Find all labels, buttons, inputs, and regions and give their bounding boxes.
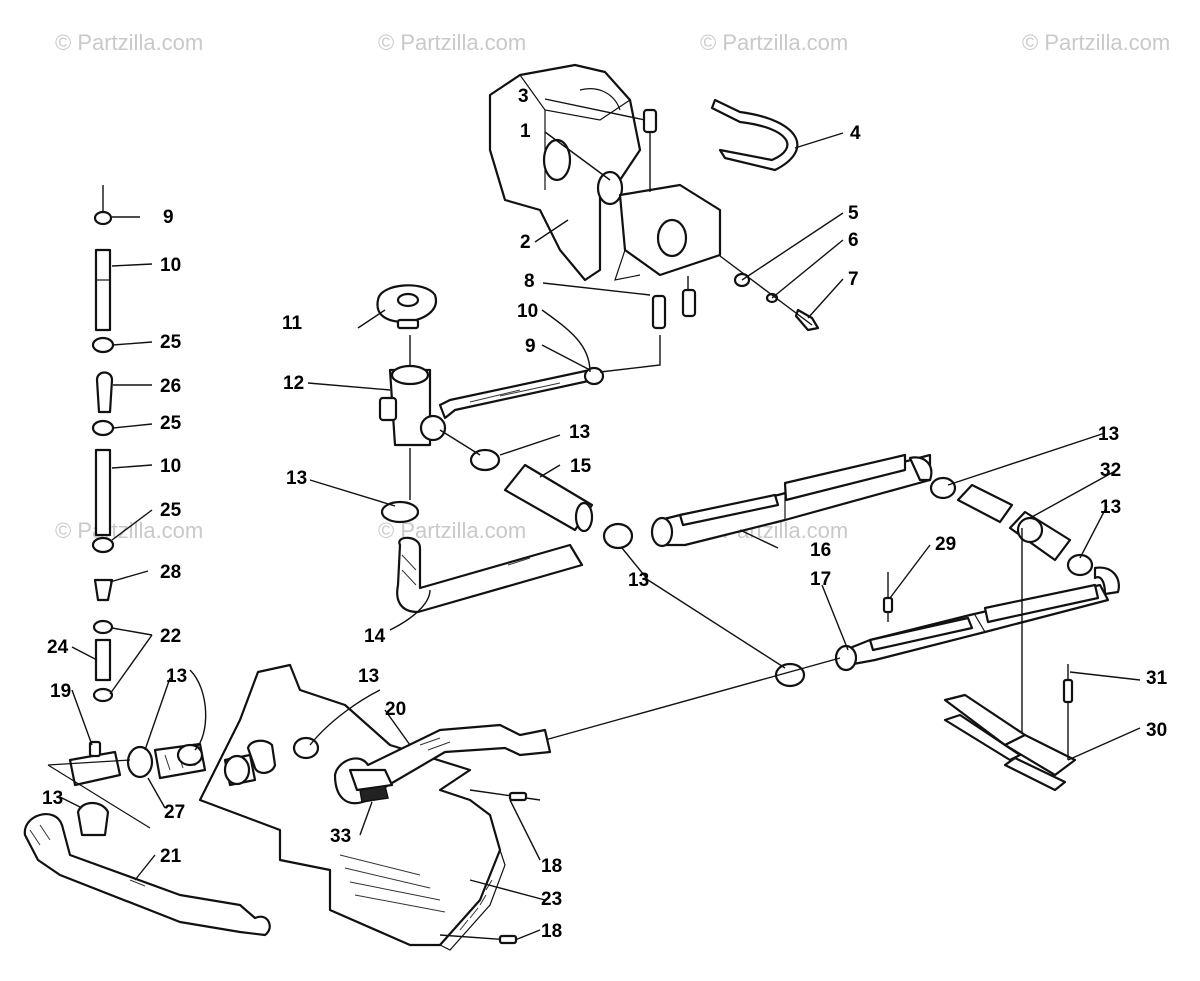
hose-14 xyxy=(396,536,584,614)
clamp-13-h xyxy=(176,743,204,767)
cooler-17 xyxy=(834,583,1110,672)
hose-32 xyxy=(956,483,1014,524)
hose-10-upper xyxy=(438,368,595,420)
callout-30: 30 xyxy=(1146,720,1167,741)
callout-1: 1 xyxy=(520,121,531,142)
callout-13b: 13 xyxy=(286,468,307,489)
callout-16: 16 xyxy=(810,540,831,561)
overflow-line-assembly xyxy=(91,185,115,703)
callout-2: 2 xyxy=(520,232,531,253)
clamp-13-d xyxy=(929,476,957,500)
callout-8: 8 xyxy=(524,271,535,292)
callout-13f: 13 xyxy=(166,666,187,687)
callout-13e: 13 xyxy=(1100,497,1121,518)
callout-10b: 10 xyxy=(517,301,538,322)
callout-7: 7 xyxy=(848,269,859,290)
callout-33: 33 xyxy=(330,826,351,847)
callout-10a: 10 xyxy=(160,255,181,276)
fitting-3 xyxy=(642,108,658,192)
drain-fitting-assembly xyxy=(47,740,207,829)
callout-21: 21 xyxy=(160,846,182,867)
callout-24: 24 xyxy=(47,637,69,658)
callout-27: 27 xyxy=(164,802,185,823)
callout-31: 31 xyxy=(1146,668,1168,689)
bracket-30 xyxy=(943,693,1077,792)
hose-4 xyxy=(710,98,799,172)
callout-9b: 9 xyxy=(525,336,536,357)
clamp-13-b xyxy=(380,500,420,524)
callout-14: 14 xyxy=(364,626,386,647)
clamp-13-e xyxy=(1066,553,1094,577)
callout-29: 29 xyxy=(935,534,956,555)
callout-26: 26 xyxy=(160,376,181,397)
callout-18b: 18 xyxy=(541,921,562,942)
callout-13c: 13 xyxy=(628,570,649,591)
callout-4: 4 xyxy=(850,123,861,144)
fitting-8 xyxy=(651,276,697,330)
callout-6: 6 xyxy=(848,230,859,251)
screw-18-b xyxy=(498,934,518,945)
watermark: © Partzilla.com xyxy=(55,518,203,543)
callout-23: 23 xyxy=(541,889,562,910)
watermark: © Partzilla.com xyxy=(1022,30,1170,55)
callout-22: 22 xyxy=(160,626,181,647)
clamp-9 xyxy=(583,366,605,386)
callout-15: 15 xyxy=(570,456,592,477)
clamp-13-a xyxy=(469,448,501,472)
callout-11: 11 xyxy=(282,313,303,334)
callout-5: 5 xyxy=(848,203,859,224)
callout-19: 19 xyxy=(50,681,71,702)
clamp-33 xyxy=(348,768,394,792)
shroud-23 xyxy=(198,663,506,951)
callout-13g: 13 xyxy=(358,666,379,687)
callout-10c: 10 xyxy=(160,456,181,477)
watermark: © Partzilla.com xyxy=(55,30,203,55)
bolt-29 xyxy=(882,596,894,614)
watermark: © Partzilla.com xyxy=(378,30,526,55)
screw-18-a xyxy=(508,791,528,802)
hose-21 xyxy=(23,813,271,937)
callout-13h: 13 xyxy=(42,788,63,809)
callout-32: 32 xyxy=(1100,460,1121,481)
watermark: © Partzilla.com xyxy=(700,30,848,55)
clamp-13-lower-left xyxy=(76,801,110,837)
cooler-16 xyxy=(650,453,933,548)
callout-25c: 25 xyxy=(160,500,182,521)
callout-18a: 18 xyxy=(541,856,562,877)
callout-12: 12 xyxy=(283,373,304,394)
callout-13d: 13 xyxy=(1098,424,1119,445)
callout-25b: 25 xyxy=(160,413,182,434)
radiator-cap-11 xyxy=(376,284,438,330)
callout-17: 17 xyxy=(810,569,831,590)
clamp-13-c xyxy=(602,522,634,550)
callout-3: 3 xyxy=(518,86,529,107)
callout-28: 28 xyxy=(160,562,181,583)
callout-25a: 25 xyxy=(160,332,182,353)
callout-20: 20 xyxy=(385,699,406,720)
filler-neck-12 xyxy=(378,335,447,500)
callout-13a: 13 xyxy=(569,422,590,443)
hose-15 xyxy=(503,463,594,532)
callout-9a: 9 xyxy=(163,207,174,228)
bolt-7 xyxy=(794,308,820,332)
clamp-13-g xyxy=(292,736,320,760)
